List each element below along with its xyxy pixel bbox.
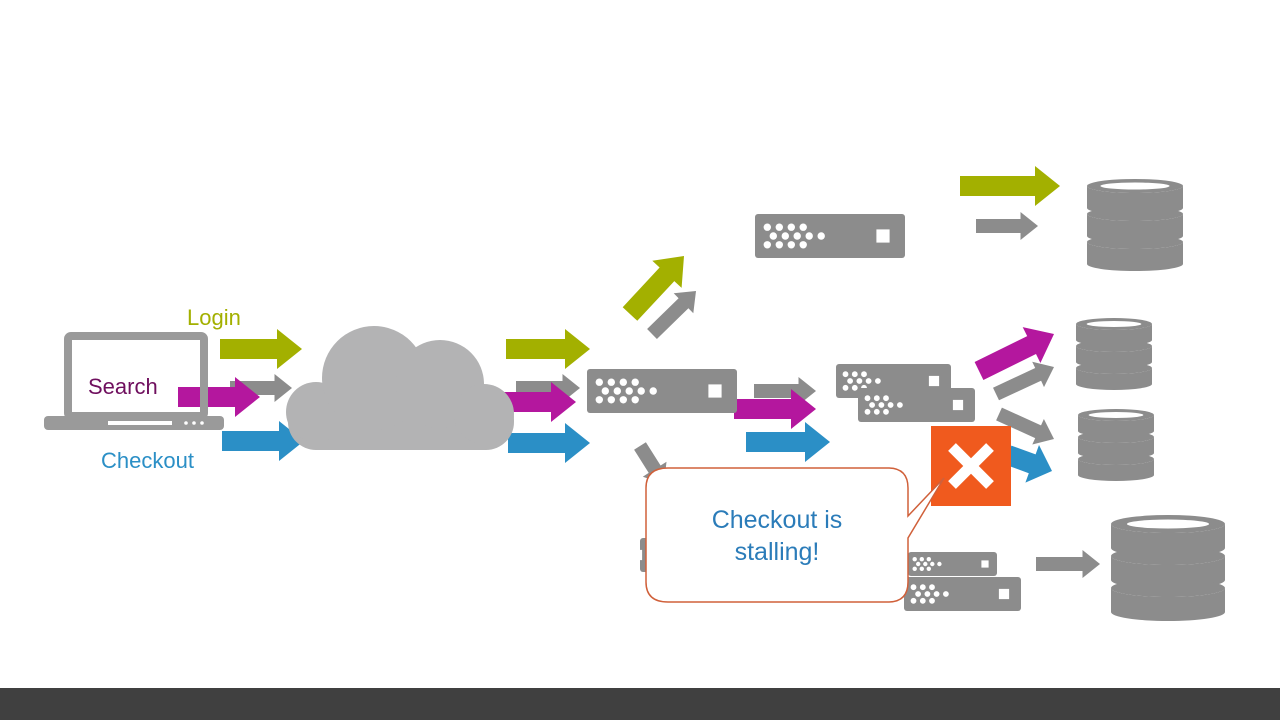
neutral-arrow — [647, 291, 696, 339]
callout-text: Checkout is stalling! — [646, 504, 908, 568]
neutral-arrow — [976, 212, 1038, 240]
footer-bar — [0, 688, 1280, 720]
checkout-arrow — [1004, 445, 1052, 483]
search-arrow — [178, 377, 260, 417]
server-group — [587, 214, 1021, 611]
database-group — [1076, 179, 1225, 621]
checkout-arrow — [222, 421, 304, 461]
callout-bubble — [645, 467, 945, 603]
callout-line-1: Checkout is — [711, 506, 843, 534]
server-rack-icon — [858, 388, 975, 422]
server-rack-icon — [904, 577, 1021, 611]
neutral-arrow — [996, 407, 1054, 445]
server-rack-icon — [908, 552, 997, 576]
checkout-label: Checkout — [101, 448, 194, 473]
checkout-arrow — [746, 422, 830, 462]
database-icon — [1076, 318, 1152, 390]
server-rack-icon — [755, 214, 905, 258]
search-arrow — [734, 389, 816, 429]
login-arrow — [960, 166, 1060, 206]
login-label: Login — [187, 305, 241, 330]
neutral-arrow — [1036, 550, 1100, 578]
search-label: Search — [88, 374, 158, 399]
server-rack-icon — [587, 369, 737, 413]
checkout-arrow — [508, 423, 590, 463]
cloud-icon — [286, 326, 514, 450]
laptop-icon — [44, 332, 224, 430]
database-icon — [1111, 515, 1225, 621]
login-arrow — [220, 329, 302, 369]
database-icon — [1078, 409, 1154, 481]
login-arrow — [506, 329, 590, 369]
login-arrow — [622, 256, 684, 321]
error-x-icon — [931, 426, 1011, 506]
callout-line-2: stalling! — [734, 538, 820, 566]
database-icon — [1087, 179, 1183, 271]
search-arrow — [974, 327, 1054, 380]
neutral-arrow — [993, 361, 1054, 401]
